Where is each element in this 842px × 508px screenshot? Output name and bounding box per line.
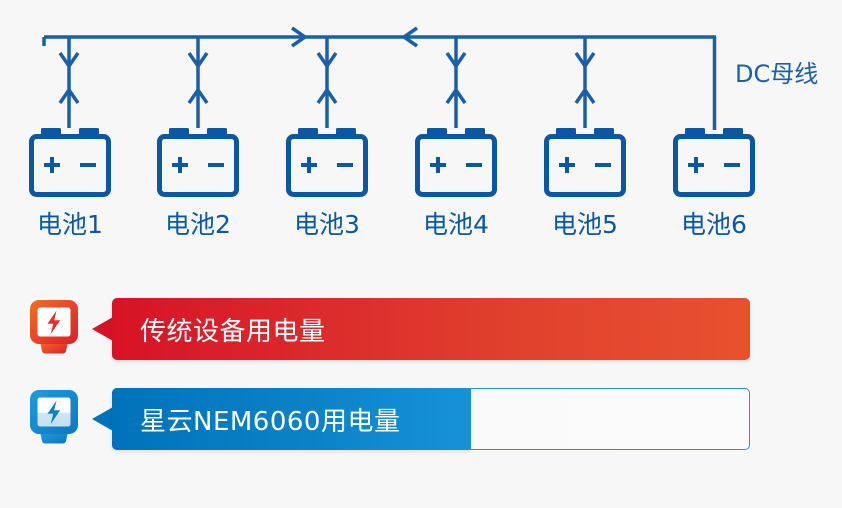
bus-flow-arrow-left bbox=[400, 26, 418, 48]
bar-nem6060: 星云NEM6060用电量 bbox=[112, 388, 471, 450]
dc-bus-schematic: 电池1 电池2 电池3 电池4 电池5 电池6 DC母线 bbox=[0, 0, 842, 250]
battery-symbol-5 bbox=[547, 128, 624, 195]
battery-symbol-3 bbox=[289, 128, 366, 195]
branch-line-battery-4 bbox=[445, 37, 467, 128]
battery-label-2: 电池2 bbox=[165, 210, 231, 239]
comparison-row-nem6060: 星云NEM6060用电量 bbox=[0, 380, 842, 456]
battery-symbol-1 bbox=[32, 128, 109, 195]
bar-traditional: 传统设备用电量 bbox=[112, 298, 750, 360]
battery-label-5: 电池5 bbox=[552, 210, 618, 239]
bar-label-nem6060: 星云NEM6060用电量 bbox=[140, 406, 401, 437]
battery-label-6: 电池6 bbox=[681, 210, 747, 239]
battery-label-3: 电池3 bbox=[294, 210, 360, 239]
battery-symbol-4 bbox=[418, 128, 495, 195]
branch-line-battery-1 bbox=[58, 37, 80, 128]
bar-pointer-blue bbox=[92, 407, 113, 431]
dc-bus-line bbox=[42, 35, 717, 130]
device-lightning-icon-red bbox=[30, 300, 78, 354]
bar-pointer-red bbox=[92, 317, 113, 341]
schematic-svg bbox=[0, 26, 842, 250]
dc-bus-label: DC母线 bbox=[735, 60, 819, 88]
battery-label-1: 电池1 bbox=[37, 210, 103, 239]
battery-symbol-2 bbox=[160, 128, 237, 195]
branch-line-battery-2 bbox=[187, 37, 209, 128]
bus-flow-arrow-right bbox=[291, 26, 309, 48]
power-consumption-comparison: 传统设备用电量 bbox=[0, 282, 842, 482]
battery-symbol-6 bbox=[676, 128, 753, 195]
comparison-row-traditional: 传统设备用电量 bbox=[0, 290, 842, 366]
branch-line-battery-5 bbox=[574, 37, 596, 128]
bar-label-traditional: 传统设备用电量 bbox=[140, 316, 326, 347]
device-lightning-icon-blue bbox=[30, 390, 78, 444]
branch-line-battery-3 bbox=[316, 37, 338, 128]
battery-label-4: 电池4 bbox=[423, 210, 489, 239]
